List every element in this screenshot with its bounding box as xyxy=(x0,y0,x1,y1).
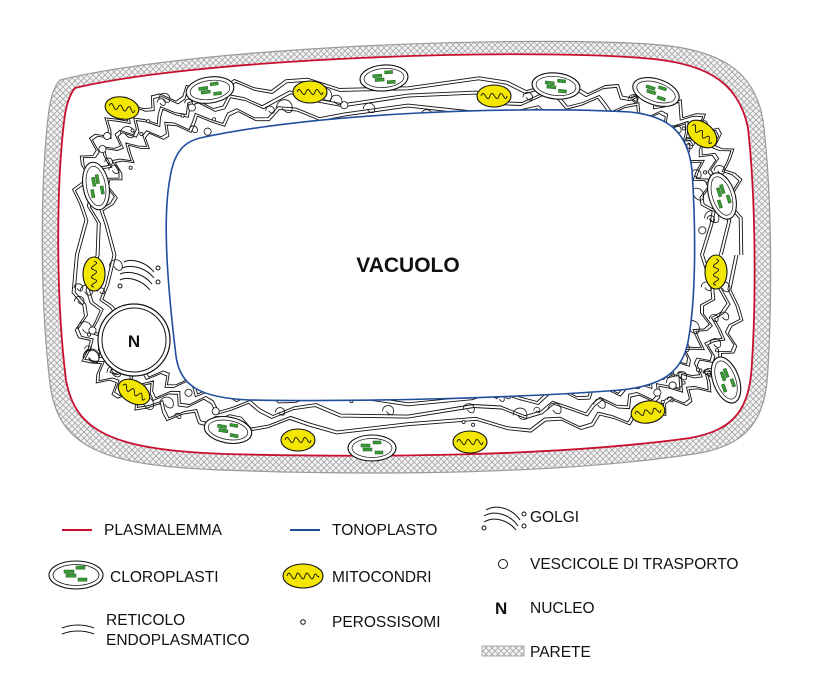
vacuole-tonoplast xyxy=(165,109,696,402)
legend-peroxisomes-label: PEROSSISOMI xyxy=(332,614,441,631)
mitochondrion xyxy=(280,428,316,452)
mitochondrion xyxy=(704,254,728,290)
nucleus-label: N xyxy=(128,332,140,351)
chloroplast xyxy=(707,172,737,220)
legend-nucleus-symbol: N xyxy=(495,599,507,618)
legend-golgi-label: GOLGI xyxy=(530,509,579,526)
mitochondrion xyxy=(686,119,718,149)
legend-wall-label: PARETE xyxy=(530,644,591,661)
chloroplast xyxy=(185,76,235,104)
mitochondrion xyxy=(292,80,328,104)
legend-golgi-icon xyxy=(481,506,527,531)
legend-peroxisome-icon xyxy=(300,619,306,625)
plasmalemma xyxy=(57,53,756,457)
legend-tonoplast-label: TONOPLASTO xyxy=(332,522,437,539)
legend-vesicle-icon xyxy=(498,559,508,569)
legend-mitochondria-label: MITOCONDRI xyxy=(332,569,432,586)
mitochondrion xyxy=(452,430,488,454)
chloroplast xyxy=(531,72,581,100)
chloroplast xyxy=(632,77,680,107)
legend-er-icon xyxy=(61,624,95,635)
legend-chloroplasts-label: CLOROPLASTI xyxy=(110,569,219,586)
legend-wall-swatch xyxy=(481,645,525,657)
chloroplast xyxy=(359,64,409,92)
legend-plasmalemma-label: PLASMALEMMA xyxy=(104,522,223,539)
chloroplast xyxy=(710,356,742,404)
mitochondrion xyxy=(476,84,512,108)
legend-er-label-line2: ENDOPLASMATICO xyxy=(106,632,250,649)
golgi-apparatus xyxy=(117,259,161,291)
mitochondrion xyxy=(82,256,106,292)
chloroplast xyxy=(81,161,111,211)
chloroplast xyxy=(203,415,253,445)
mitochondrion xyxy=(104,96,140,120)
legend-mitochondrion-icon xyxy=(282,563,324,589)
vacuole-label: VACUOLO xyxy=(356,254,459,277)
mitochondrion xyxy=(630,400,666,424)
mitochondrion xyxy=(117,378,151,406)
legend: PLASMALEMMA TONOPLASTO GOLGI CLOROPLASTI xyxy=(48,506,738,661)
legend-nucleus-label: NUCLEO xyxy=(530,600,595,617)
legend-chloroplast-icon xyxy=(48,560,104,590)
legend-er-label-line1: RETICOLO xyxy=(106,612,185,629)
legend-transport-vesicles-label: VESCICOLE DI TRASPORTO xyxy=(530,556,738,573)
nucleus: N xyxy=(97,303,171,377)
chloroplast xyxy=(347,434,397,462)
